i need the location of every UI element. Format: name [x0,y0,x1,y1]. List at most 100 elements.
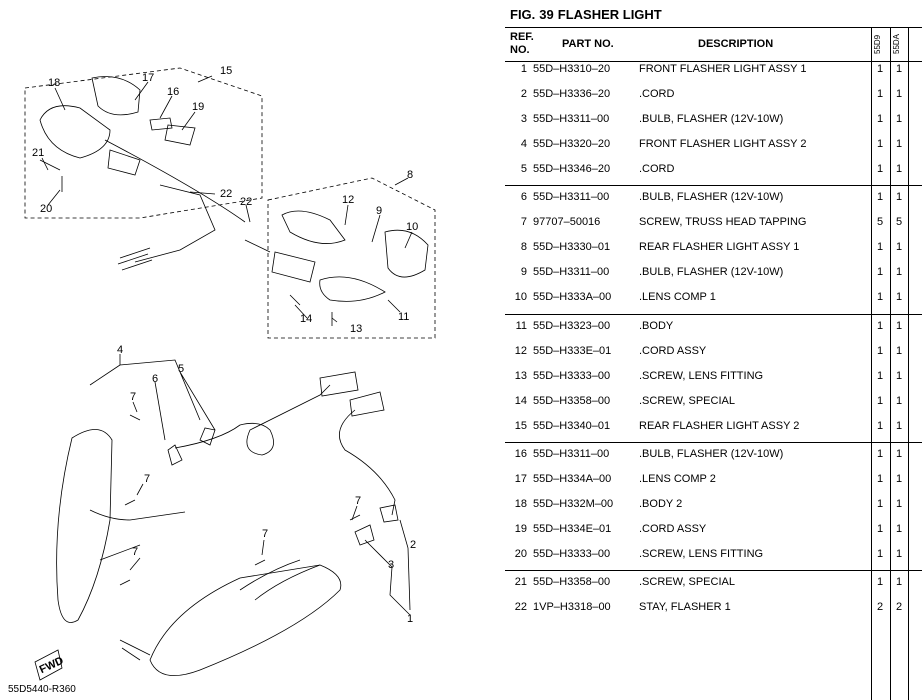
callout-13: 13 [350,323,362,335]
callout-22a: 22 [220,188,232,200]
figure-name: FLASHER LIGHT [557,7,662,22]
part-no-cell: 55D–H333E–01 [533,345,612,357]
description-cell: .LENS COMP 1 [639,291,716,303]
ref-cell: 18 [514,498,527,510]
rear-lamp-1-body [319,276,386,302]
part-no-cell: 55D–H3358–00 [533,576,611,588]
part-no-cell: 55D–H334E–01 [533,523,612,535]
callout-5: 5 [178,363,184,375]
callout-9: 9 [376,205,382,217]
part-no-cell: 55D–H3310–20 [533,63,611,75]
description-cell: REAR FLASHER LIGHT ASSY 1 [639,241,800,253]
callout-4: 4 [117,344,123,356]
callout-20: 20 [40,203,52,215]
description-cell: .BODY [639,320,674,332]
table-row: 4 55D–H3320–20 FRONT FLASHER LIGHT ASSY 2 1… [505,135,922,155]
description-cell: .CORD [639,163,675,175]
callout-6: 6 [152,373,158,385]
part-no-cell: 55D–H3323–00 [533,320,611,332]
group-divider [505,442,922,443]
column-part-no: PART NO. [562,38,614,50]
part-no-cell: 55D–H333A–00 [533,291,612,303]
ref-cell: 20 [514,548,527,560]
ref-cell: 3 [520,113,527,125]
description-cell: .CORD ASSY [639,345,707,357]
ref-cell: 16 [514,448,527,460]
description-cell: FRONT FLASHER LIGHT ASSY 2 [639,138,807,150]
description-cell: .BULB, FLASHER (12V-10W) [639,266,784,278]
qty-model-1-cell: 1 [876,63,884,75]
part-no-cell: 1VP–H3318–00 [533,601,611,613]
ref-cell: 1 [520,63,527,75]
qty-model-2-cell: 1 [895,163,903,175]
ref-cell: 6 [520,191,527,203]
qty-model-1-cell: 1 [876,88,884,100]
part-no-cell: 55D–H3336–20 [533,88,611,100]
ref-cell: 13 [514,370,527,382]
column-ref-no: REF.NO. [510,31,534,56]
qty-model-2-cell: 1 [895,576,903,588]
qty-model-1-cell: 1 [876,448,884,460]
qty-model-2-cell: 1 [895,395,903,407]
callout-2: 2 [410,539,416,551]
part-no-cell: 55D–H3346–20 [533,163,611,175]
ref-cell: 12 [514,345,527,357]
ref-cell: 15 [514,420,527,432]
description-cell: .SCREW, LENS FITTING [639,370,764,382]
part-no-cell: 97707–50016 [533,216,601,228]
callout-7c: 7 [132,546,138,558]
description-cell: STAY, FLASHER 1 [639,601,731,613]
callout-7b: 7 [144,473,150,485]
column-model-2: 55DA [892,34,901,55]
ref-cell: 2 [520,88,527,100]
qty-model-2-cell: 1 [895,138,903,150]
part-no-cell: 55D–H3320–20 [533,138,611,150]
callout-3: 3 [388,559,394,571]
part-no-cell: 55D–H332M–00 [533,498,614,510]
callout-10: 10 [406,221,418,233]
description-cell: .CORD [639,88,675,100]
description-cell: .SCREW, SPECIAL [639,395,735,407]
qty-model-1-cell: 1 [876,548,884,560]
callout-19: 19 [192,101,204,113]
qty-model-1-cell: 1 [876,320,884,332]
fwd-arrow-icon [34,649,63,681]
ref-cell: 4 [520,138,527,150]
qty-model-2-cell: 1 [895,88,903,100]
group-divider [505,570,922,571]
column-model-1: 55D9 [873,34,882,54]
fwd-label: FWD [38,655,66,676]
part-no-cell: 55D–H3358–00 [533,395,611,407]
figure-number: 39 [539,7,554,22]
qty-model-1-cell: 1 [876,163,884,175]
ref-cell: 10 [514,291,527,303]
qty-model-2-cell: 1 [895,420,903,432]
part-no-cell: 55D–H3311–00 [533,266,610,278]
qty-model-1-cell: 1 [876,138,884,150]
part-no-cell: 55D–H3311–00 [533,191,610,203]
callout-12: 12 [342,194,354,206]
ref-cell: 17 [514,473,527,485]
callout-15: 15 [220,65,232,77]
callout-21: 21 [32,147,44,159]
part-no-cell: 55D–H3311–00 [533,113,610,125]
callout-7a: 7 [130,391,136,403]
ref-cell: 7 [520,216,527,228]
part-no-cell: 55D–H3340–01 [533,420,611,432]
qty-model-2-cell: 1 [895,523,903,535]
